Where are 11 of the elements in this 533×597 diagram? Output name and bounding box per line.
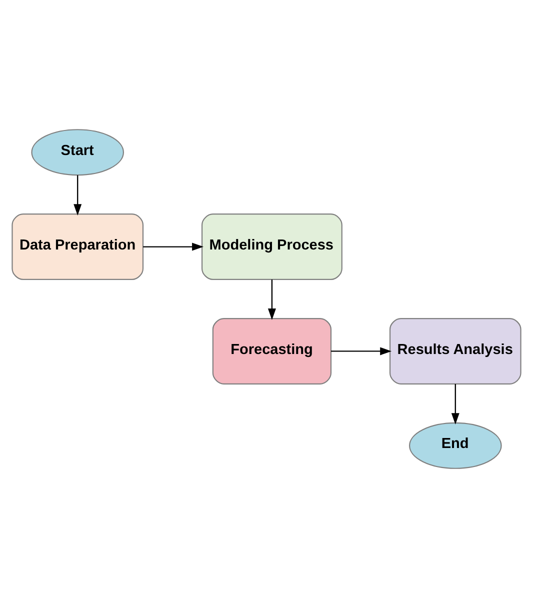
node-ellipse: Start [31, 128, 124, 176]
arrow [451, 383, 460, 424]
node-box: Modeling Process [201, 213, 342, 280]
node-ellipse: End [408, 422, 502, 468]
node-box: Data Preparation [12, 213, 144, 280]
arrow [331, 346, 392, 355]
node-box: Forecasting [212, 317, 332, 384]
arrow [143, 242, 204, 250]
node-box: Results Analysis [389, 317, 522, 384]
arrow [268, 279, 276, 320]
arrow [74, 174, 82, 216]
